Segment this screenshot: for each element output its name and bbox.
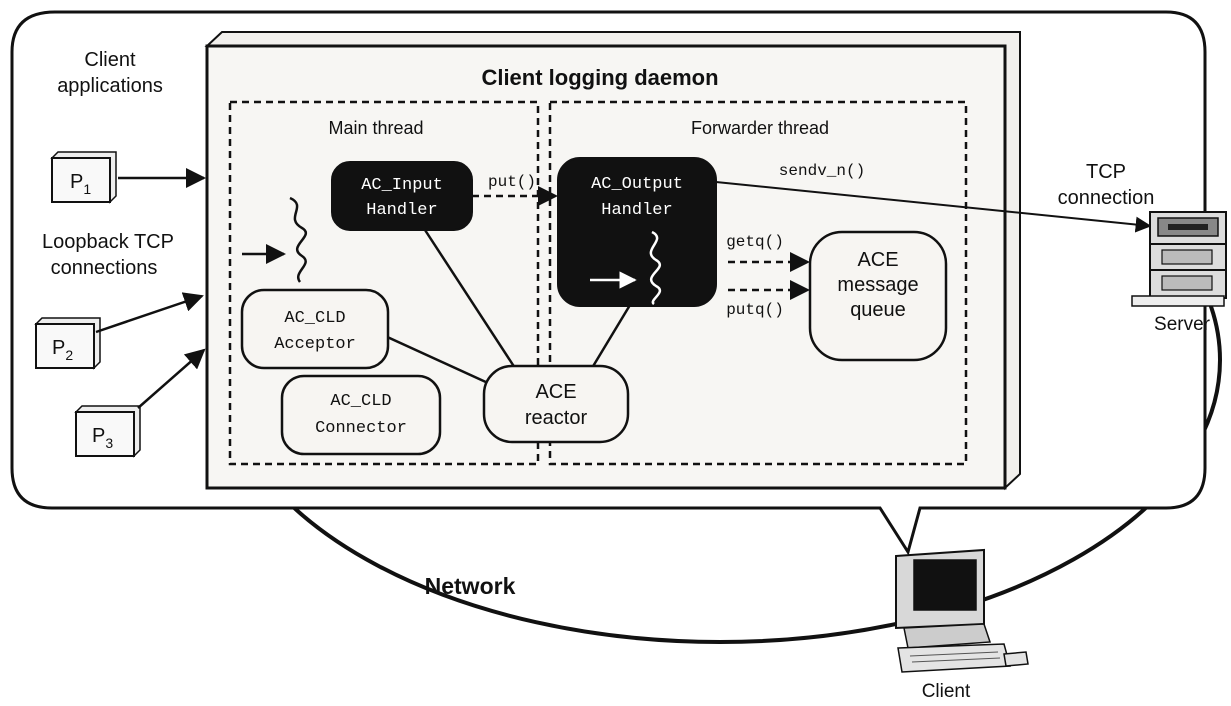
client-label: Client	[922, 681, 971, 702]
output-thread-squiggle-icon	[590, 230, 662, 306]
server-icon	[1131, 211, 1227, 307]
p3-subscript: 3	[105, 435, 113, 451]
putq-label: putq()	[726, 301, 784, 319]
main-thread-squiggle-icon	[242, 196, 308, 283]
loopback-label-1: Loopback TCP	[42, 231, 174, 253]
tcp-connection-label-2: connection	[1058, 187, 1155, 209]
forwarder-thread-region	[548, 100, 968, 466]
acceptor-label-2: Acceptor	[274, 335, 356, 354]
svg-text:P2: P2	[52, 337, 73, 363]
network-label: Network	[425, 573, 516, 599]
p2-subscript: 2	[65, 347, 73, 363]
process-p3: P3	[74, 405, 141, 458]
p3-arrow	[137, 348, 206, 409]
message-queue-label-1: ACE	[857, 249, 898, 271]
ac-input-handler-label-1: AC_Input	[361, 176, 443, 195]
reactor-label-1: ACE	[535, 381, 576, 403]
ace-message-queue	[808, 230, 948, 362]
output-handler-to-reactor-line	[590, 304, 632, 369]
p2-arrow	[95, 292, 204, 334]
main-thread-label: Main thread	[328, 118, 423, 138]
message-queue-label-3: queue	[850, 299, 906, 321]
forwarder-thread-label: Forwarder thread	[691, 118, 829, 138]
process-p2: P2	[34, 317, 101, 370]
process-p1: P1	[50, 151, 117, 204]
reactor-label-2: reactor	[525, 407, 588, 429]
input-handler-to-reactor-line	[423, 229, 517, 369]
ace-reactor	[482, 364, 630, 444]
svg-text:P1: P1	[70, 171, 91, 197]
ac-output-handler	[557, 157, 717, 307]
sendv-n-line	[715, 181, 1152, 233]
client-applications-label-1: Client	[84, 49, 136, 71]
loopback-label-2: connections	[51, 257, 158, 279]
ac-output-handler-label-1: AC_Output	[591, 175, 683, 194]
client-computer-icon	[895, 548, 1029, 673]
ac-input-handler	[331, 161, 473, 231]
acceptor-to-reactor-line	[371, 328, 489, 385]
ac-cld-connector	[280, 374, 442, 456]
message-queue-label-2: message	[837, 274, 918, 296]
p1-label: P	[70, 171, 83, 193]
ac-cld-acceptor	[240, 288, 390, 370]
acceptor-label-1: AC_CLD	[284, 309, 345, 328]
p3-label: P	[92, 425, 105, 447]
tcp-connection-label-1: TCP	[1086, 161, 1126, 183]
getq-label: getq()	[726, 233, 784, 251]
p2-label: P	[52, 337, 65, 359]
server-label: Server	[1154, 314, 1211, 335]
put-label: put()	[488, 173, 536, 191]
daemon-title: Client logging daemon	[481, 65, 718, 90]
connector-label-2: Connector	[315, 419, 407, 438]
sendv-n-label: sendv_n()	[779, 162, 865, 180]
connector-label-1: AC_CLD	[330, 392, 391, 411]
ac-input-handler-label-2: Handler	[366, 201, 437, 220]
ac-output-handler-label-2: Handler	[601, 201, 672, 220]
main-thread-region	[228, 100, 540, 466]
svg-text:P3: P3	[92, 425, 113, 451]
client-applications-label-2: applications	[57, 75, 163, 97]
p1-subscript: 1	[83, 181, 91, 197]
